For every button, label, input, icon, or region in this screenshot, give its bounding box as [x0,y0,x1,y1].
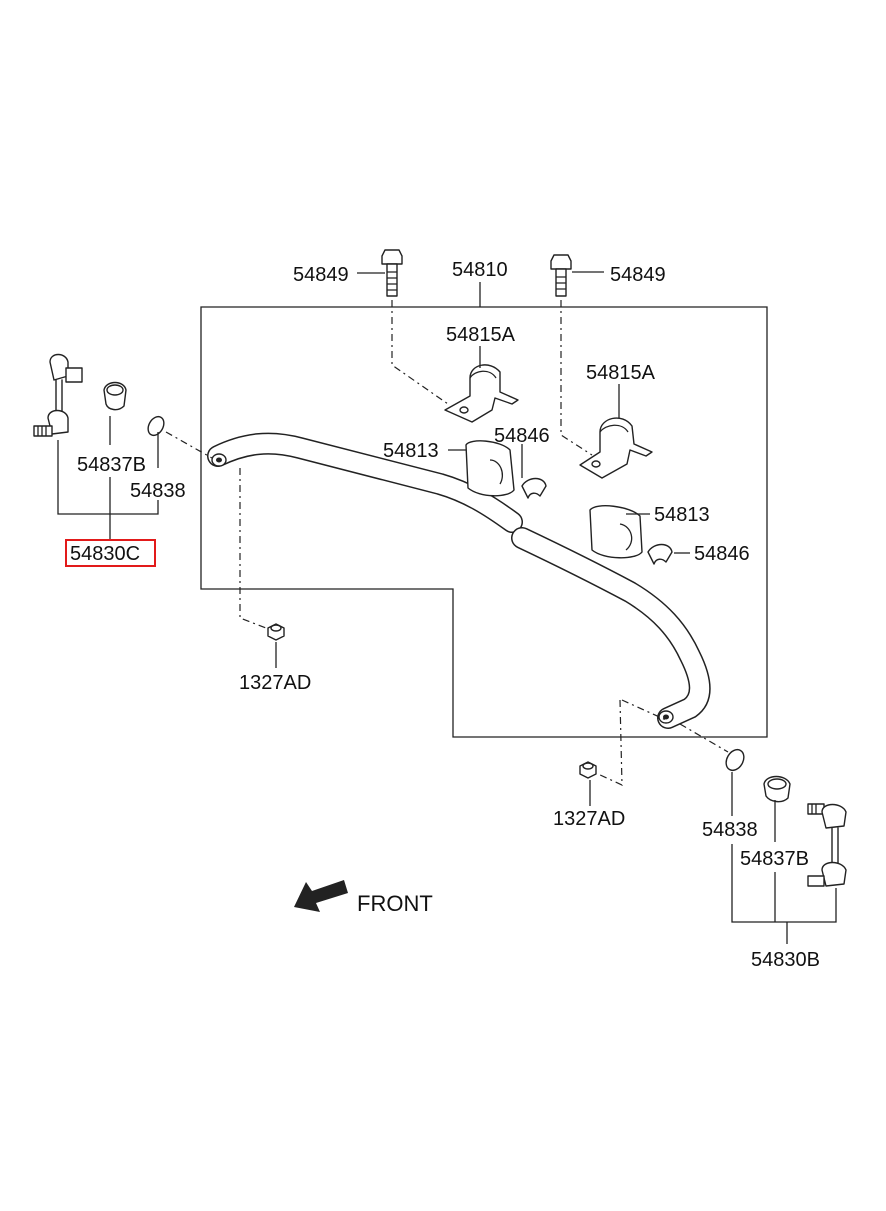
label-1327AD-left[interactable]: 1327AD [239,672,311,694]
label-front: FRONT [357,891,433,916]
clip-left[interactable] [521,477,547,499]
label-54830C[interactable]: 54830C [70,543,140,565]
label-54849-left[interactable]: 54849 [293,264,349,286]
bracket-left[interactable] [444,364,519,423]
link-bushing-right[interactable] [763,775,791,803]
nut-right[interactable] [579,761,597,779]
label-54838-right[interactable]: 54838 [702,819,758,841]
label-54830B[interactable]: 54830B [751,949,820,971]
label-54849-right[interactable]: 54849 [610,264,666,286]
label-54815A-left[interactable]: 54815A [446,324,516,346]
front-arrow-icon [294,880,348,912]
stabilizer-link-right[interactable] [807,803,847,887]
bolt-right[interactable] [550,254,572,297]
assembly-frame [200,306,768,738]
label-54838-left[interactable]: 54838 [130,480,186,502]
stabilizer-bar[interactable] [207,432,711,729]
link-ring-left[interactable] [145,414,167,438]
clip-right[interactable] [647,543,673,565]
label-1327AD-right[interactable]: 1327AD [553,808,625,830]
label-54813-right[interactable]: 54813 [654,504,710,526]
bracket-right[interactable] [579,417,653,479]
nut-left[interactable] [267,623,285,641]
link-ring-right[interactable] [723,746,748,773]
label-54846-left[interactable]: 54846 [494,425,550,447]
label-54815A-right[interactable]: 54815A [586,362,656,384]
label-54813-left[interactable]: 54813 [383,440,439,462]
stabilizer-link-left[interactable] [33,353,83,437]
bushing-right[interactable] [589,505,643,559]
link-bushing-left[interactable] [103,381,127,411]
label-54837B-left[interactable]: 54837B [77,454,146,476]
bolt-left[interactable] [381,249,403,297]
label-54846-right[interactable]: 54846 [694,543,750,565]
label-54837B-right[interactable]: 54837B [740,848,809,870]
label-54810[interactable]: 54810 [452,259,508,281]
highlight-box [65,539,156,567]
bushing-left[interactable] [465,440,515,497]
